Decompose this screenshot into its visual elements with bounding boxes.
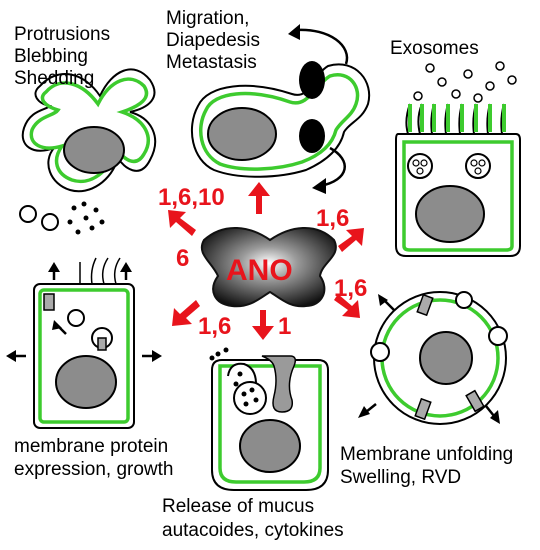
protrusion-filaments xyxy=(79,257,121,285)
microvilli-tips xyxy=(408,104,506,132)
mucus-granule xyxy=(261,355,297,413)
label-protrusions: Protrusions Blebbing Shedding xyxy=(14,24,110,89)
arrow-label-up: 1,6,10 xyxy=(158,184,225,211)
membrane-folds xyxy=(370,291,508,362)
svg-text:expression, growth: expression, growth xyxy=(14,459,173,480)
arrow-label-right: 1,6 xyxy=(334,275,367,302)
exosome-particles xyxy=(413,61,517,103)
migrating-nucleus xyxy=(299,119,325,153)
svg-text:Metastasis: Metastasis xyxy=(166,52,257,73)
ano-protein: ANO xyxy=(200,226,337,308)
svg-text:Release of mucus: Release of mucus xyxy=(162,496,314,517)
arrow-lower-left xyxy=(172,300,200,326)
red-arrows xyxy=(168,182,364,340)
migration-cell xyxy=(191,24,371,194)
arrow-label-lower-left: 1,6 xyxy=(198,313,231,340)
arrow-down xyxy=(252,310,274,340)
membrane-protein xyxy=(43,293,55,311)
vesicle-protein xyxy=(97,337,107,351)
shed-vesicle xyxy=(41,213,59,231)
migration-arrow xyxy=(319,146,346,188)
svg-text:Swelling, RVD: Swelling, RVD xyxy=(340,467,461,488)
label-exosomes: Exosomes xyxy=(390,38,479,59)
shed-particles xyxy=(67,201,105,235)
label-release: Release of mucus autacoides, cytokines xyxy=(162,496,344,541)
svg-text:membrane protein: membrane protein xyxy=(14,436,168,457)
svg-text:Shedding: Shedding xyxy=(14,68,94,89)
svg-text:Migration,: Migration, xyxy=(166,8,249,29)
arrow-upper-right xyxy=(338,228,364,252)
exosomes-cell xyxy=(395,61,521,257)
migrating-nucleus xyxy=(299,61,325,99)
arrow-right xyxy=(334,294,360,318)
svg-text:Protrusions: Protrusions xyxy=(14,24,110,45)
nucleus xyxy=(207,107,277,161)
svg-text:Blebbing: Blebbing xyxy=(14,46,88,67)
svg-text:Diapedesis: Diapedesis xyxy=(166,30,260,51)
svg-text:autacoides, cytokines: autacoides, cytokines xyxy=(162,520,344,541)
arrow-upper-left xyxy=(168,210,196,236)
arrow-label-upper-right: 1,6 xyxy=(316,205,349,232)
svg-text:Membrane unfolding: Membrane unfolding xyxy=(340,444,513,465)
nucleus xyxy=(239,419,301,473)
nucleus xyxy=(55,355,117,409)
multivesicular-body xyxy=(407,153,433,179)
arrow-label-down: 1 xyxy=(278,313,291,340)
shed-vesicle xyxy=(19,205,37,223)
nucleus xyxy=(415,185,485,243)
protrusions-cell xyxy=(19,68,157,235)
label-membrane-unfolding: Membrane unfolding Swelling, RVD xyxy=(340,444,513,488)
release-cell xyxy=(209,347,329,491)
migration-arrow xyxy=(295,28,349,65)
multivesicular-body xyxy=(465,153,491,179)
label-migration: Migration, Diapedesis Metastasis xyxy=(166,8,260,73)
label-membrane-protein: membrane protein expression, growth xyxy=(14,436,173,480)
arrow-label-upper-left: 6 xyxy=(176,245,189,272)
membrane-protein-cell xyxy=(6,257,162,429)
secretory-granule xyxy=(233,381,267,415)
ano-label: ANO xyxy=(226,254,293,287)
nucleus xyxy=(63,126,125,174)
membrane-unfolding-cell xyxy=(358,291,508,425)
nucleus xyxy=(419,331,473,385)
arrow-up xyxy=(248,182,270,214)
